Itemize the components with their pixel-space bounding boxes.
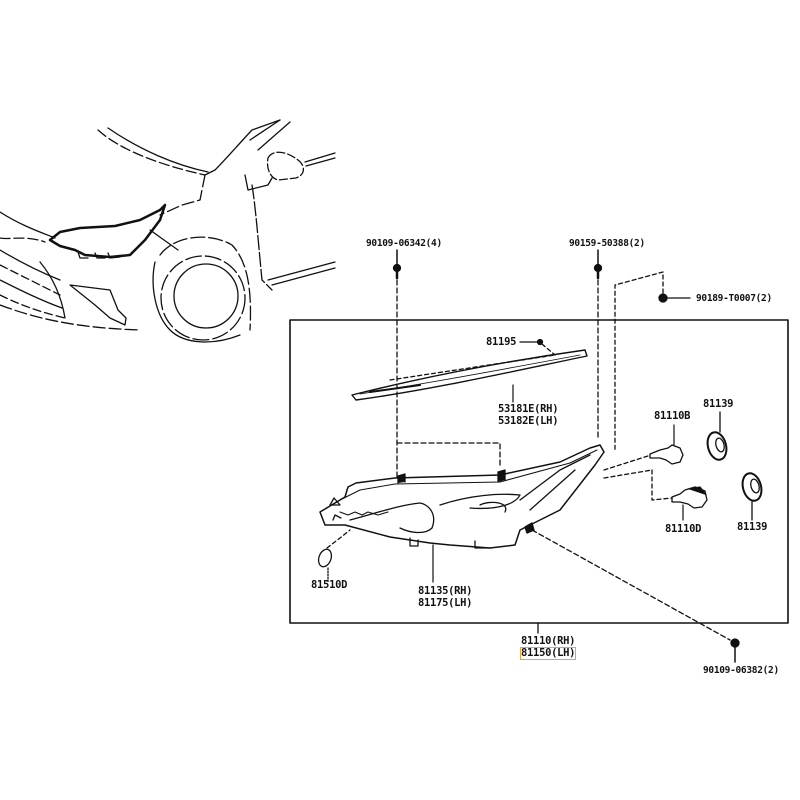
windshield-base — [244, 174, 273, 191]
bumper-lower — [0, 304, 141, 331]
grille-line-1 — [0, 249, 61, 281]
leader-car-headlamp — [149, 229, 179, 251]
fender-top — [204, 119, 281, 176]
hood-line-inner — [107, 127, 209, 173]
grille-line-2 — [0, 264, 61, 296]
label-cap-81139-upper[interactable]: 81139 — [703, 398, 734, 410]
label-assembly-lh-highlighted[interactable]: 81150(LH) — [519, 647, 577, 660]
wheel-inner — [173, 263, 239, 329]
garnish-graphic — [351, 338, 588, 403]
mirror-arm — [304, 152, 336, 167]
wheel-arch — [159, 236, 252, 331]
label-assembly-rh[interactable]: 81110(RH) — [521, 635, 576, 647]
label-bolt-90109-06382[interactable]: 90109-06382(2) — [703, 665, 779, 676]
fog-pocket — [69, 284, 127, 326]
cap-upper-graphic — [706, 411, 728, 461]
bolt-bottom-graphic — [531, 529, 740, 663]
door-line — [251, 184, 273, 291]
grille-side — [39, 261, 66, 319]
car-front-view — [0, 119, 336, 343]
cap-lower-graphic — [741, 472, 763, 521]
label-garnish-lh[interactable]: 53182E(LH) — [498, 415, 559, 427]
side-bulb-graphic — [317, 529, 351, 583]
bumper-upper — [0, 211, 56, 239]
bolt-left-graphic — [392, 249, 402, 481]
bulb-upper-graphic — [603, 424, 684, 471]
bolt-mid-graphic — [593, 249, 603, 441]
label-housing-rh[interactable]: 81135(RH) — [418, 585, 473, 597]
hood-line — [97, 129, 206, 176]
car-headlamp-detail — [77, 251, 121, 259]
wheel — [160, 255, 246, 341]
car-headlamp — [48, 203, 167, 259]
label-bolt-90159-50388[interactable]: 90159-50388(2) — [569, 238, 645, 249]
grille-line-4 — [0, 294, 66, 319]
a-pillar — [249, 119, 291, 151]
wheel-arch-outer — [152, 261, 241, 343]
label-bolt-90109-06342[interactable]: 90109-06342(4) — [366, 238, 442, 249]
grille-line-3 — [0, 279, 63, 309]
assembly-box — [289, 319, 789, 624]
label-clip-90189-t0007[interactable]: 90189-T0007(2) — [696, 293, 772, 304]
label-cap-81139-lower[interactable]: 81139 — [737, 521, 768, 533]
headlamp-housing-graphic — [319, 444, 605, 583]
label-garnish-rh[interactable]: 53181E(RH) — [498, 403, 559, 415]
rocker — [267, 261, 336, 286]
label-clip-81195[interactable]: 81195 — [486, 336, 517, 348]
mount-dash-bracket — [396, 442, 501, 466]
label-housing-lh[interactable]: 81175(LH) — [418, 597, 473, 609]
bumper-lip — [0, 237, 46, 243]
label-bulb-81110b[interactable]: 81110B — [654, 410, 691, 422]
bulb-lower-graphic — [603, 469, 708, 521]
side-mirror — [266, 151, 305, 181]
hood-front — [159, 174, 206, 216]
label-bulb-81110d[interactable]: 81110D — [665, 523, 702, 535]
label-bulb-81510d[interactable]: 81510D — [311, 579, 348, 591]
clip-right-graphic — [614, 271, 691, 451]
